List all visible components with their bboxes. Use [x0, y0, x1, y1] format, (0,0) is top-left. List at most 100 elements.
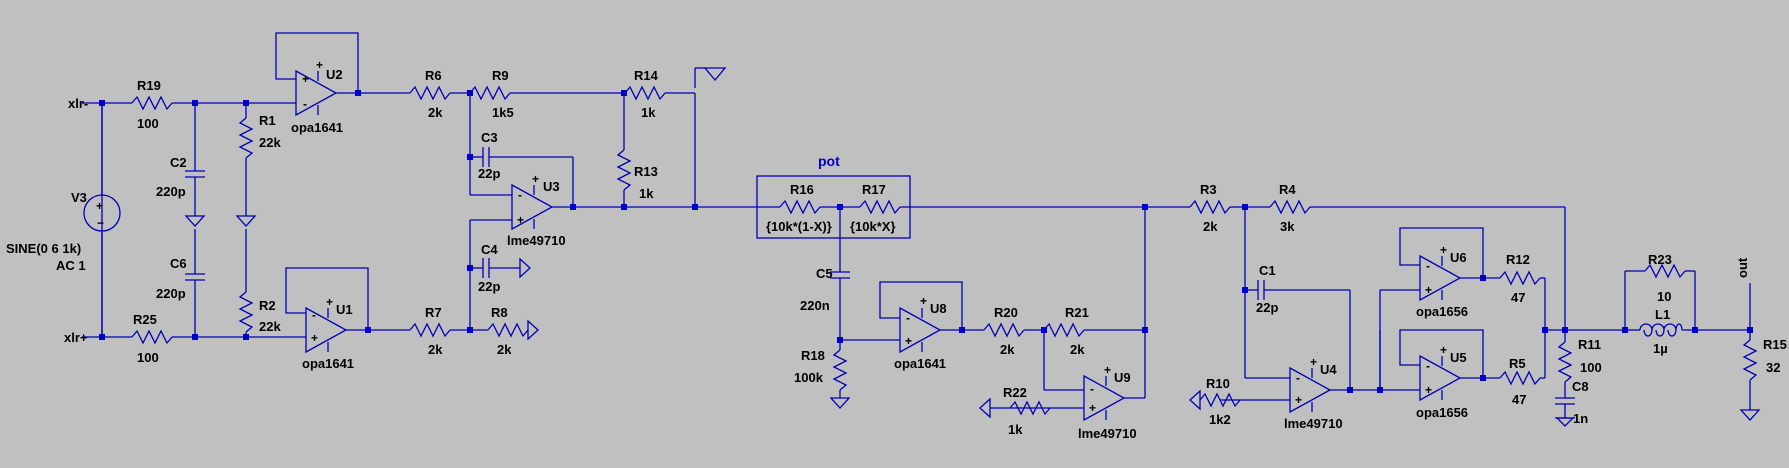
r14-ref: R14: [634, 68, 659, 83]
resistor-r19: [131, 96, 173, 110]
ground-r18: [830, 397, 850, 409]
u1-model: opa1641: [302, 356, 354, 371]
u6-ref: U6: [1450, 250, 1467, 265]
r12-ref: R12: [1506, 252, 1530, 267]
r22-ref: R22: [1003, 385, 1027, 400]
u2-model: opa1641: [291, 120, 343, 135]
u4-model: lme49710: [1284, 416, 1343, 431]
r3-value: 2k: [1203, 219, 1218, 234]
source-value: SINE(0 6 1k): [6, 241, 81, 256]
ground-r22: [979, 398, 991, 418]
r8-ref: R8: [491, 305, 508, 320]
r1-ref: R1: [259, 113, 276, 128]
r12-value: 47: [1511, 290, 1525, 305]
resistor-r12: [1499, 271, 1541, 285]
ground-r14: [695, 67, 727, 82]
r18-ref: R18: [801, 348, 825, 363]
capacitor-c6: [184, 273, 206, 281]
u3-plus-sign: +: [517, 213, 524, 227]
c6-value: 220p: [156, 286, 186, 301]
r11-value: 100: [1580, 360, 1602, 375]
c4-ref: C4: [481, 242, 498, 257]
resistor-r11: [1558, 341, 1572, 383]
u9-plus-sign: +: [1089, 401, 1096, 415]
wires: [82, 32, 1751, 418]
u8-minus-sign: -: [906, 311, 910, 325]
r23-value: 10: [1657, 289, 1671, 304]
capacitor-c8: [1554, 397, 1576, 405]
r22-value: 1k: [1008, 422, 1023, 437]
resistor-r15: [1743, 339, 1757, 381]
source-plus-sign: +: [96, 199, 103, 213]
ground-r1: [236, 215, 256, 227]
r21-ref: R21: [1065, 305, 1089, 320]
r19-ref: R19: [137, 78, 161, 93]
r20-value: 2k: [1000, 342, 1015, 357]
junctions: [99, 90, 1753, 393]
r3-ref: R3: [1200, 182, 1217, 197]
c5-ref: C5: [816, 266, 833, 281]
r2-value: 22k: [259, 319, 281, 334]
u6-supply-plus: +: [1440, 243, 1447, 257]
ground-c8: [1555, 417, 1575, 427]
u9-minus-sign: -: [1090, 382, 1094, 396]
capacitor-c2: [184, 170, 206, 178]
u6-model: opa1656: [1416, 304, 1468, 319]
ground-c2: [185, 215, 205, 227]
capacitor-c3: [482, 146, 490, 168]
pot-label: pot: [818, 153, 840, 169]
inductor-l1: [1639, 323, 1683, 337]
r17-value: {10k*X}: [850, 219, 896, 234]
u5-ref: U5: [1450, 350, 1467, 365]
resistor-r2: [239, 291, 253, 333]
resistor-r8: [487, 323, 529, 337]
r9-value: 1k5: [492, 105, 514, 120]
r11-ref: R11: [1578, 337, 1601, 352]
r16-value: {10k*(1-X)}: [766, 219, 832, 234]
c2-value: 220p: [156, 184, 186, 199]
resistor-r25: [131, 330, 173, 344]
u6-minus-sign: -: [1426, 259, 1430, 273]
ground-c4: [519, 258, 531, 278]
u3-supply-plus: +: [532, 172, 539, 186]
r8-value: 2k: [497, 342, 512, 357]
u8-model: opa1641: [894, 356, 946, 371]
resistor-r20: [983, 323, 1025, 337]
u9-supply-plus: +: [1104, 363, 1111, 377]
u8-supply-plus: +: [920, 294, 927, 308]
resistor-r13: [617, 149, 631, 191]
u9-model: lme49710: [1078, 426, 1137, 441]
u4-plus-sign: +: [1295, 393, 1302, 407]
r16-ref: R16: [790, 182, 814, 197]
c2-ref: C2: [170, 155, 187, 170]
resistor-r3: [1189, 200, 1231, 214]
capacitor-c4: [482, 257, 490, 279]
r7-value: 2k: [428, 342, 443, 357]
r13-ref: R13: [634, 164, 658, 179]
u8-plus-sign: +: [905, 334, 912, 348]
u3-model: lme49710: [507, 233, 566, 248]
u2-plus-sign: +: [302, 72, 309, 86]
u5-minus-sign: -: [1426, 359, 1430, 373]
c8-ref: C8: [1572, 379, 1589, 394]
resistor-r21: [1043, 323, 1085, 337]
r1-value: 22k: [259, 135, 281, 150]
r10-ref: R10: [1206, 376, 1230, 391]
c5-value: 220n: [800, 298, 830, 313]
u8-ref: U8: [930, 301, 947, 316]
u1-supply-plus: +: [326, 295, 333, 309]
capacitor-c1: [1257, 279, 1265, 301]
r17-ref: R17: [862, 182, 886, 197]
u2-ref: U2: [326, 67, 343, 82]
l1-ref: L1: [1655, 307, 1670, 322]
source-name: V3: [71, 190, 87, 205]
u1-ref: U1: [336, 302, 353, 317]
u5-supply-plus: +: [1440, 343, 1447, 357]
resistor-r9: [469, 86, 511, 100]
resistor-r16: [779, 200, 821, 214]
source-ac: AC 1: [56, 258, 86, 273]
resistor-r18: [833, 349, 847, 391]
r4-ref: R4: [1279, 182, 1296, 197]
ground-r15: [1740, 409, 1760, 421]
capacitor-c5: [829, 271, 851, 279]
